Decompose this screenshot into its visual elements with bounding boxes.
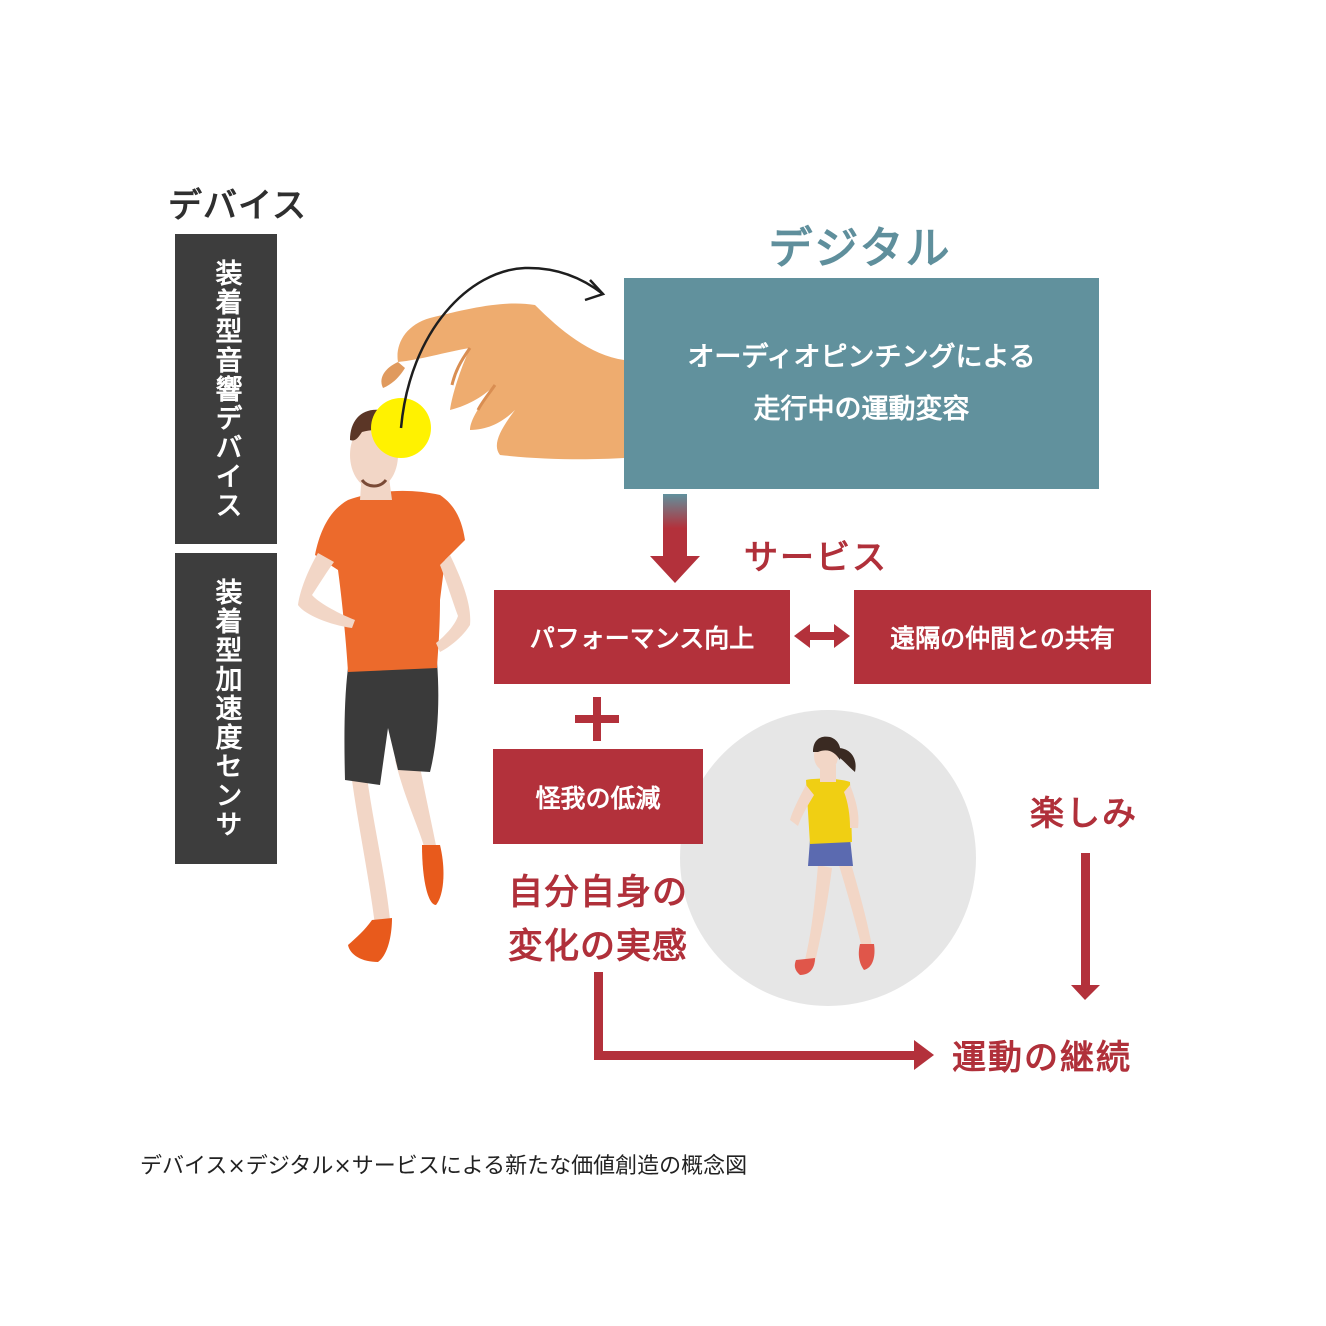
device-title: デバイス (168, 186, 307, 226)
service-title: サービス (744, 538, 888, 578)
fun-label: 楽しみ (1030, 794, 1138, 834)
down-arrow-shaft (663, 494, 687, 556)
continue-arrow (594, 972, 934, 1070)
male-runner-illustration (298, 409, 471, 962)
figure-caption: デバイス×デジタル×サービスによる新たな価値創造の概念図 (140, 1154, 748, 1179)
device-box-audio: 装着型音響デバイス (175, 234, 277, 544)
digital-box-line1: オーディオピンチングによる (687, 342, 1036, 374)
self-change-line2: 変化の実感 (508, 927, 689, 967)
self-change-line1: 自分自身の (508, 873, 689, 913)
device-box-sensor: 装着型加速度センサ (175, 553, 277, 864)
curved-arrow (399, 266, 604, 429)
fun-down-arrow (1071, 853, 1100, 1000)
hand-illustration (381, 303, 624, 470)
performance-box: パフォーマンス向上 (494, 590, 790, 684)
down-arrow-head (650, 556, 700, 583)
continue-label: 運動の継続 (952, 1038, 1132, 1078)
share-box: 遠隔の仲間との共有 (854, 590, 1151, 684)
plus-sign (575, 697, 619, 741)
digital-title: デジタル (768, 223, 952, 274)
self-change-label: 自分自身の 変化の実感 (508, 866, 688, 974)
digital-box: オーディオピンチングによる 走行中の運動変容 (624, 278, 1099, 489)
injury-box: 怪我の低減 (493, 749, 703, 844)
double-arrow (794, 624, 850, 648)
digital-box-line2: 走行中の運動変容 (753, 393, 970, 425)
female-runner-illustration (790, 736, 875, 975)
